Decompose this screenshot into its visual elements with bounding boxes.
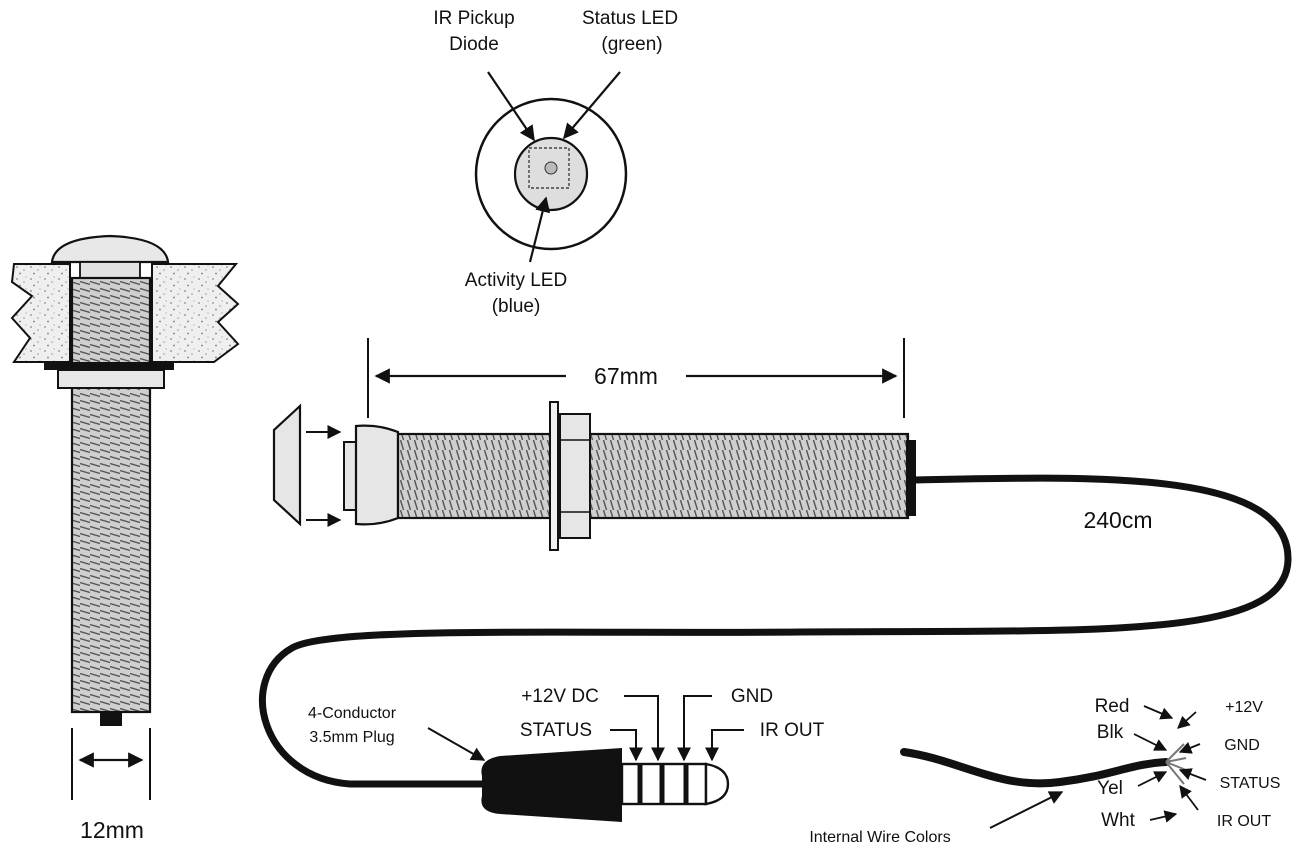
- activity-led-label-2: (blue): [492, 296, 541, 317]
- threaded-body-horizontal: [396, 432, 910, 520]
- ir-diode-outline: [528, 147, 570, 189]
- lens-collar-horizontal: [354, 424, 400, 526]
- wire-wht-label: Wht: [1101, 810, 1136, 831]
- internal-wires: Internal Wire Colors Red Blk Yel Wht +12…: [809, 696, 1280, 846]
- plug-tip: [704, 762, 730, 806]
- blk-arrow: [1133, 733, 1168, 751]
- red-arrow: [1143, 705, 1174, 720]
- nut: [57, 369, 165, 389]
- status-led-dot: [544, 161, 558, 175]
- status-led-label: Status LED: [582, 8, 678, 29]
- horizontal-view: 67mm: [272, 338, 916, 551]
- yel-arrow: [1137, 771, 1168, 787]
- pin-irout-label: IR OUT: [760, 720, 825, 741]
- wire-strand-blk: [1165, 757, 1187, 763]
- activity-led-arrow: [528, 196, 551, 263]
- status-led-label-2: (green): [601, 34, 662, 55]
- cable-stub: [100, 712, 122, 726]
- wht-arrow: [1149, 810, 1178, 823]
- pin-12v-leader: [624, 695, 665, 762]
- sig-12v-label: +12V: [1225, 699, 1263, 716]
- pin-irout-leader: [705, 729, 744, 762]
- wire-cable-end: [900, 748, 1170, 788]
- pin-status-label: STATUS: [520, 720, 592, 741]
- wire-colors-caption: Internal Wire Colors: [809, 829, 950, 846]
- wire-blk-label: Blk: [1097, 722, 1124, 743]
- nut-horizontal: [559, 413, 591, 539]
- ir-diode-arrow: [487, 71, 535, 142]
- pin-status-leader: [610, 729, 643, 762]
- panel-right: [151, 263, 240, 363]
- length-label: 67mm: [594, 363, 658, 389]
- status-led-arrow: [563, 71, 621, 140]
- sig-gnd-label: GND: [1224, 737, 1260, 754]
- plug-type-label-2: 3.5mm Plug: [309, 729, 394, 746]
- washer: [44, 362, 174, 370]
- sig-status-arrow: [1178, 768, 1207, 781]
- cable-length-label: 240cm: [1083, 507, 1152, 533]
- sig-gnd-arrow: [1178, 741, 1201, 754]
- pin-gnd-leader: [677, 695, 712, 762]
- diameter-label: 12mm: [80, 817, 144, 843]
- sig-irout-label: IR OUT: [1217, 813, 1271, 830]
- cap-detached: [272, 403, 302, 527]
- front-view: IR Pickup Diode Status LED (green) Activ…: [433, 8, 678, 317]
- sig-12v-arrow: [1177, 711, 1197, 729]
- plug-type-arrow: [427, 727, 486, 761]
- ir-pickup-label-2: Diode: [449, 34, 499, 55]
- sig-irout-arrow: [1179, 784, 1199, 811]
- washer-horizontal: [549, 401, 559, 551]
- pin-12v-label: +12V DC: [521, 686, 599, 707]
- wire-colors-arrow: [989, 791, 1064, 829]
- plug: 4-Conductor 3.5mm Plug +12V DC GND STATU…: [308, 686, 825, 822]
- cap-dome: [50, 234, 170, 264]
- sig-status-label: STATUS: [1220, 775, 1281, 792]
- lens-collar: [79, 261, 141, 279]
- installed-side-view: 12mm: [10, 234, 240, 843]
- activity-led-label: Activity LED: [465, 270, 567, 291]
- cable: [259, 474, 1292, 788]
- wire-red-label: Red: [1095, 696, 1130, 717]
- plug-type-label: 4-Conductor: [308, 705, 397, 722]
- threaded-body-vertical: [70, 276, 152, 714]
- wire-yel-label: Yel: [1097, 778, 1123, 799]
- plug-body: [481, 748, 622, 822]
- panel-left: [10, 263, 71, 363]
- ir-pickup-label: IR Pickup: [433, 8, 514, 29]
- wire-strand-wht: [1165, 761, 1185, 785]
- lens-tip: [343, 441, 357, 511]
- pin-gnd-label: GND: [731, 686, 773, 707]
